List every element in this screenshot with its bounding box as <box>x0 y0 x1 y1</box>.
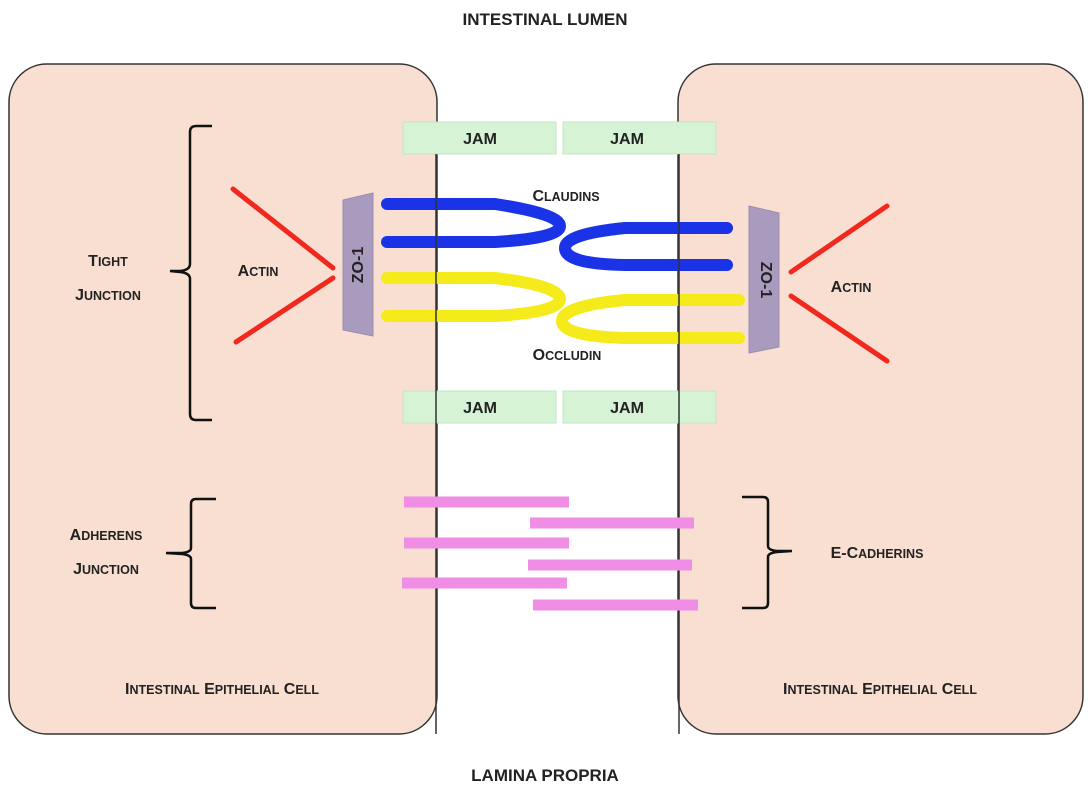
actin-right-label: ACTIN <box>831 279 872 296</box>
jam-top-left: JAM <box>402 121 557 155</box>
svg-text:JAM: JAM <box>463 131 497 148</box>
tight-junction-bracket <box>169 124 212 422</box>
jam-bottom-right: JAM <box>562 390 717 424</box>
occludin-label: OCCLUDIN <box>533 347 602 364</box>
e-cadherins-bracket <box>742 495 793 610</box>
e-cadherin-strands <box>402 496 698 611</box>
occludin-strand-right <box>556 294 745 344</box>
svg-text:ZO-1: ZO-1 <box>757 262 774 299</box>
tight-junction-label: TIGHT <box>88 253 128 270</box>
epithelial-cell-right <box>677 63 1084 735</box>
intestinal-lumen-label: INTESTINAL LUMEN <box>463 10 628 29</box>
svg-text:JAM: JAM <box>610 131 644 148</box>
claudins-label: CLAUDINS <box>532 188 599 205</box>
zo1-right: ZO-1 <box>748 205 780 354</box>
actin-left-label: ACTIN <box>238 263 279 280</box>
lamina-propria-label: LAMINA PROPRIA <box>471 766 619 785</box>
zo1-left: ZO-1 <box>342 192 374 337</box>
svg-text:JAM: JAM <box>463 400 497 417</box>
actin-right <box>788 203 890 364</box>
actin-left <box>230 186 336 345</box>
adherens-junction-label: ADHERENS <box>70 527 143 544</box>
e-cadherins-label: E-CADHERINS <box>831 545 924 562</box>
claudin-strand-left <box>381 198 566 248</box>
svg-text:ZO-1: ZO-1 <box>350 247 367 284</box>
jam-top-right: JAM <box>562 121 717 155</box>
cell-left-label: INTESTINAL EPITHELIAL CELL <box>125 681 319 698</box>
svg-text:JAM: JAM <box>610 400 644 417</box>
adherens-junction-label-2: JUNCTION <box>73 561 139 578</box>
jam-bottom-left: JAM <box>402 390 557 424</box>
cell-right-label: INTESTINAL EPITHELIAL CELL <box>783 681 977 698</box>
claudin-strand-right <box>559 222 733 271</box>
epithelial-cell-left <box>8 63 438 735</box>
occludin-strand-left <box>381 272 566 322</box>
adherens-junction-bracket <box>165 497 216 610</box>
tight-junction-label-2: JUNCTION <box>75 287 141 304</box>
